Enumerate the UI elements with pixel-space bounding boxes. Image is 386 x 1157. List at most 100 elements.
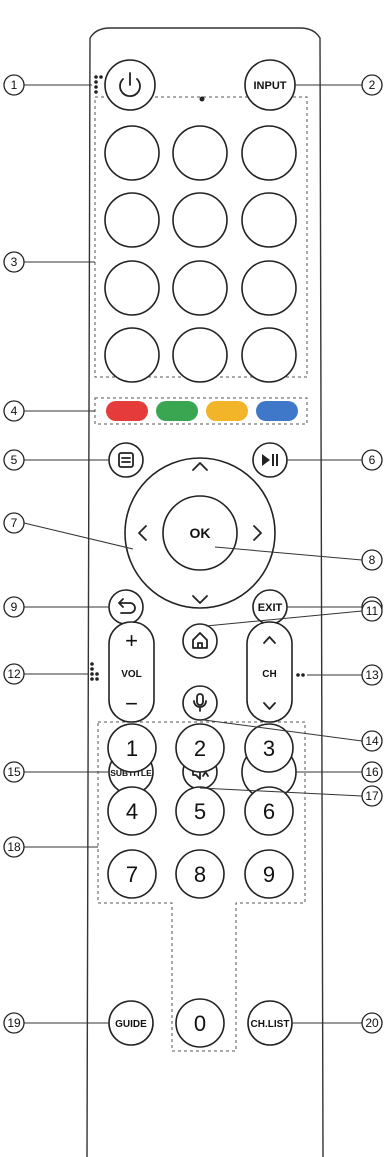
digit-1-button[interactable]: 1 (107, 723, 157, 773)
ch-down-icon[interactable] (263, 702, 276, 710)
remote-body (86, 27, 324, 1157)
exit-label: EXIT (258, 602, 283, 614)
app-key-grid (104, 125, 297, 383)
vol-dots (90, 662, 99, 681)
callout-11: 11 (361, 600, 383, 622)
vol-up-label[interactable]: + (125, 628, 138, 653)
callout-20: 20 (361, 1012, 383, 1034)
digit-label: 7 (126, 862, 138, 887)
play-pause-icon (262, 454, 278, 466)
right-arrow-icon[interactable] (253, 525, 262, 541)
app-key[interactable] (241, 327, 297, 383)
callout-5: 5 (3, 449, 25, 471)
digit-label: 4 (126, 799, 138, 824)
svg-text:16: 16 (365, 765, 379, 779)
number-keys-group (97, 721, 306, 1052)
blue-key[interactable] (256, 401, 298, 421)
digit-2-button[interactable]: 2 (175, 723, 225, 773)
app-key[interactable] (241, 125, 297, 181)
callout-3: 3 (3, 251, 25, 273)
app-key[interactable] (104, 192, 160, 248)
home-icon (192, 632, 208, 649)
digit-6-button[interactable]: 6 (244, 786, 294, 836)
up-arrow-icon[interactable] (192, 462, 208, 471)
svg-text:3: 3 (11, 255, 18, 269)
play-pause-button[interactable] (252, 442, 288, 478)
yellow-key[interactable] (206, 401, 248, 421)
back-button[interactable] (108, 589, 144, 625)
digit-9-button[interactable]: 9 (244, 849, 294, 899)
ch-list-button[interactable]: CH.LIST (247, 1000, 293, 1046)
ok-label: OK (190, 525, 211, 541)
digit-5-button[interactable]: 5 (175, 786, 225, 836)
volume-rocker[interactable]: + VOL − (108, 621, 155, 723)
input-label: INPUT (254, 80, 287, 92)
app-key[interactable] (104, 260, 160, 316)
vol-down-label[interactable]: − (125, 691, 138, 716)
callout-4: 4 (3, 400, 25, 422)
guide-button[interactable]: GUIDE (108, 1000, 154, 1046)
svg-text:5: 5 (11, 453, 18, 467)
ch-dots (296, 673, 305, 677)
input-button[interactable]: INPUT (244, 59, 296, 111)
app-key[interactable] (241, 260, 297, 316)
digit-0-button[interactable]: 0 (175, 998, 225, 1048)
svg-text:20: 20 (365, 1016, 379, 1030)
callout-17: 17 (361, 785, 383, 807)
power-icon (119, 72, 141, 98)
svg-text:6: 6 (369, 453, 376, 467)
svg-text:13: 13 (365, 668, 379, 682)
svg-text:19: 19 (7, 1016, 21, 1030)
svg-text:12: 12 (7, 667, 21, 681)
down-arrow-icon[interactable] (192, 595, 208, 604)
leader-lines (23, 84, 363, 1024)
app-key[interactable] (172, 192, 228, 248)
digit-8-button[interactable]: 8 (175, 849, 225, 899)
vol-label: VOL (121, 669, 142, 680)
callout-7: 7 (3, 512, 25, 534)
green-key[interactable] (156, 401, 198, 421)
callout-19: 19 (3, 1012, 25, 1034)
digit-7-button[interactable]: 7 (107, 849, 157, 899)
callout-1: 1 (3, 74, 25, 96)
digit-3-button[interactable]: 3 (244, 723, 294, 773)
callout-markers: 1234567891011121314151617181920 (3, 74, 383, 1034)
home-button[interactable] (182, 623, 218, 659)
app-key[interactable] (104, 125, 160, 181)
mic-icon (193, 693, 207, 712)
mic-button[interactable] (182, 685, 218, 721)
digit-label: 0 (194, 1011, 206, 1036)
callout-13: 13 (361, 664, 383, 686)
svg-text:14: 14 (365, 734, 379, 748)
power-button[interactable] (104, 59, 156, 111)
callout-18: 18 (3, 836, 25, 858)
app-key[interactable] (172, 125, 228, 181)
app-key[interactable] (172, 327, 228, 383)
svg-text:17: 17 (365, 789, 379, 803)
red-key[interactable] (106, 401, 148, 421)
digit-label: 1 (126, 736, 138, 761)
subtitle-label: SUBTITLE (110, 768, 152, 778)
channel-rocker[interactable]: CH (246, 621, 293, 723)
app-key[interactable] (241, 192, 297, 248)
svg-text:11: 11 (366, 604, 379, 618)
digit-label: 2 (194, 736, 206, 761)
digit-label: 9 (263, 862, 275, 887)
ch-label: CH (262, 669, 276, 680)
ok-button[interactable]: OK (162, 495, 238, 571)
guide-label: GUIDE (115, 1019, 147, 1030)
ch-up-icon[interactable] (263, 636, 276, 644)
svg-text:7: 7 (11, 516, 18, 530)
svg-text:15: 15 (7, 765, 21, 779)
callout-9: 9 (3, 596, 25, 618)
digit-label: 5 (194, 799, 206, 824)
digit-4-button[interactable]: 4 (107, 786, 157, 836)
menu-button[interactable] (108, 442, 144, 478)
callout-6: 6 (361, 449, 383, 471)
power-dots (94, 75, 103, 94)
callout-2: 2 (361, 74, 383, 96)
app-key[interactable] (104, 327, 160, 383)
app-key[interactable] (172, 260, 228, 316)
left-arrow-icon[interactable] (138, 525, 147, 541)
